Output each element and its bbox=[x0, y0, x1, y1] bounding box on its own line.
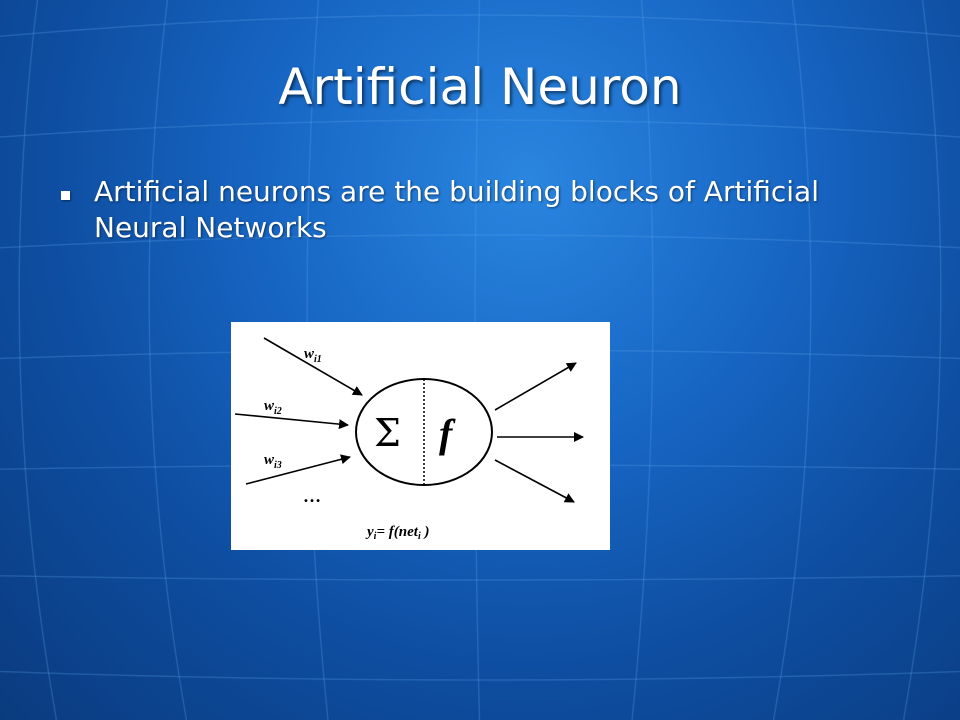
weight-label-2: wi2 bbox=[264, 398, 282, 417]
bullet-item: Artificial neurons are the building bloc… bbox=[56, 174, 916, 246]
more-inputs-ellipsis: … bbox=[303, 486, 321, 506]
output-arrow-3 bbox=[494, 459, 575, 503]
slide-title: Artificial Neuron bbox=[278, 58, 682, 116]
input-arrow-3 bbox=[245, 454, 351, 485]
output-formula: yi= f(neti ) bbox=[365, 524, 429, 542]
neuron-diagram: wi1 wi2 wi3 … Σ f yi= f(neti ) bbox=[231, 322, 610, 550]
activation-function-symbol: f bbox=[439, 411, 456, 456]
input-arrow-1 bbox=[263, 337, 363, 396]
summation-symbol: Σ bbox=[374, 411, 401, 455]
bullet-list: Artificial neurons are the building bloc… bbox=[56, 174, 916, 246]
weight-label-1: wi1 bbox=[304, 346, 322, 365]
output-arrow-1 bbox=[494, 362, 577, 411]
weight-label-3: wi3 bbox=[264, 452, 282, 471]
square-bullet-icon bbox=[61, 191, 70, 200]
bullet-text: Artificial neurons are the building bloc… bbox=[94, 175, 819, 244]
neuron-diagram-svg: wi1 wi2 wi3 … Σ f yi= f(neti ) bbox=[234, 337, 584, 542]
input-arrow-2 bbox=[234, 413, 349, 430]
